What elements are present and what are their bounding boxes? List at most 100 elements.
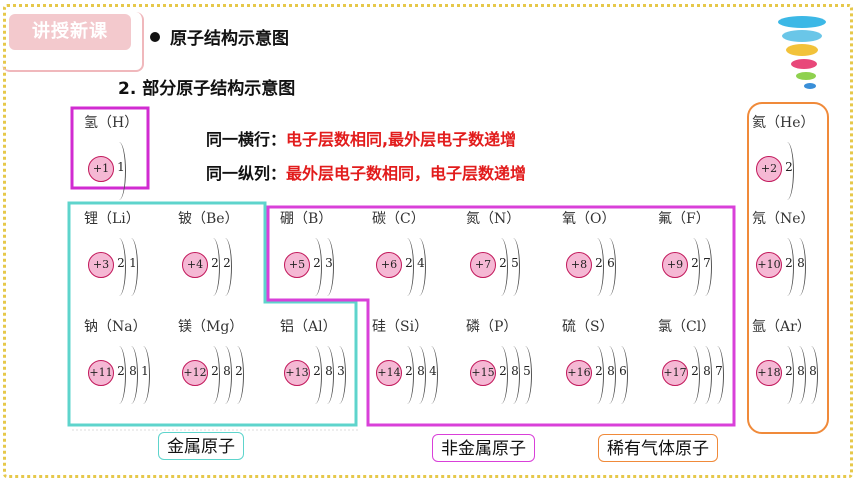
nucleus-charge: +12 bbox=[182, 360, 208, 386]
shell-electron-count: 2 bbox=[785, 364, 793, 378]
shell-electron-count: 5 bbox=[511, 256, 519, 270]
shell-electron-count: 2 bbox=[211, 256, 219, 270]
electron-shell-arc bbox=[424, 346, 438, 404]
shell-electron-count: 8 bbox=[417, 364, 425, 378]
shell-electron-count: 7 bbox=[703, 256, 711, 270]
nucleus-charge: +5 bbox=[284, 252, 310, 278]
shell-electron-count: 2 bbox=[691, 256, 699, 270]
shell-electron-count: 4 bbox=[417, 256, 425, 270]
nucleus-charge: +6 bbox=[376, 252, 402, 278]
row-note-label: 同一横行： bbox=[206, 130, 287, 149]
nucleus-charge: +18 bbox=[756, 360, 782, 386]
electron-shell-arc bbox=[804, 346, 818, 404]
hydrogen-box bbox=[70, 106, 150, 190]
atom-name: 氧（O） bbox=[562, 211, 616, 227]
shell-electron-count: 2 bbox=[223, 256, 231, 270]
shell-electron-count: 2 bbox=[691, 364, 699, 378]
nucleus-charge: +17 bbox=[662, 360, 688, 386]
electron-shell-arc bbox=[710, 346, 724, 404]
nucleus-charge: +7 bbox=[470, 252, 496, 278]
electron-shell-arc bbox=[792, 238, 806, 296]
subheading: 2. 部分原子结构示意图 bbox=[118, 79, 296, 99]
shell-electron-count: 8 bbox=[703, 364, 711, 378]
shell-electron-count: 2 bbox=[313, 364, 321, 378]
column-note: 同一纵列：最外层电子数相同，电子层数递增 bbox=[206, 160, 526, 184]
nonmetal-box bbox=[266, 205, 736, 427]
shell-electron-count: 2 bbox=[405, 256, 413, 270]
shell-electron-count: 2 bbox=[405, 364, 413, 378]
electron-shell-arc bbox=[112, 142, 126, 200]
shell-electron-count: 8 bbox=[797, 256, 805, 270]
shell-electron-count: 3 bbox=[325, 256, 333, 270]
atom-name: 磷（P） bbox=[466, 319, 518, 335]
nucleus-charge: +1 bbox=[88, 156, 114, 182]
shell-electron-count: 2 bbox=[785, 160, 793, 174]
nonmetal-label: 非金属原子 bbox=[432, 434, 535, 462]
nucleus-charge: +16 bbox=[566, 360, 592, 386]
dotted-frame bbox=[3, 4, 853, 478]
nucleus-charge: +3 bbox=[88, 252, 114, 278]
electron-shell-arc bbox=[780, 142, 794, 200]
nucleus-charge: +14 bbox=[376, 360, 402, 386]
atom-name: 铍（Be） bbox=[178, 211, 239, 227]
atom-name: 硫（S） bbox=[562, 319, 614, 335]
electron-shell-arc bbox=[412, 238, 426, 296]
nucleus-charge: +2 bbox=[756, 156, 782, 182]
shell-electron-count: 8 bbox=[129, 364, 137, 378]
nucleus-charge: +4 bbox=[182, 252, 208, 278]
heading-text: 原子结构示意图 bbox=[170, 29, 289, 49]
atom-name: 硅（Si） bbox=[372, 319, 429, 335]
column-note-text: 最外层电子数相同，电子层数递增 bbox=[286, 164, 527, 183]
atom-name: 铝（Al） bbox=[280, 319, 337, 335]
nucleus-charge: +13 bbox=[284, 360, 310, 386]
shell-electron-count: 2 bbox=[235, 364, 243, 378]
atom-name: 氦（He） bbox=[752, 115, 815, 131]
shell-electron-count: 1 bbox=[129, 256, 137, 270]
atom-name: 氩（Ar） bbox=[752, 319, 811, 335]
spiral-logo-icon bbox=[778, 16, 826, 89]
shell-electron-count: 8 bbox=[797, 364, 805, 378]
shell-electron-count: 2 bbox=[117, 256, 125, 270]
section-tag: 讲授新课 bbox=[9, 14, 131, 50]
shell-electron-count: 2 bbox=[499, 256, 507, 270]
shell-electron-count: 8 bbox=[325, 364, 333, 378]
shell-electron-count: 7 bbox=[715, 364, 723, 378]
nucleus-charge: +11 bbox=[88, 360, 114, 386]
atom-name: 氢（H） bbox=[84, 115, 139, 131]
atom-name: 锂（Li） bbox=[84, 211, 140, 227]
nucleus-charge: +8 bbox=[566, 252, 592, 278]
shell-electron-count: 1 bbox=[141, 364, 149, 378]
nucleus-charge: +10 bbox=[756, 252, 782, 278]
column-note-label: 同一纵列： bbox=[206, 164, 287, 183]
row-note: 同一横行：电子层数相同,最外层电子数递增 bbox=[206, 126, 516, 150]
electron-shell-arc bbox=[124, 238, 138, 296]
shell-electron-count: 2 bbox=[595, 256, 603, 270]
noble-box bbox=[747, 102, 829, 434]
electron-shell-arc bbox=[320, 238, 334, 296]
shell-electron-count: 8 bbox=[223, 364, 231, 378]
shell-electron-count: 5 bbox=[523, 364, 531, 378]
atom-name: 氮（N） bbox=[466, 211, 521, 227]
atom-name: 碳（C） bbox=[372, 211, 425, 227]
shell-electron-count: 6 bbox=[607, 256, 615, 270]
shell-electron-count: 3 bbox=[337, 364, 345, 378]
electron-shell-arc bbox=[614, 346, 628, 404]
shell-electron-count: 1 bbox=[117, 160, 125, 174]
atom-name: 钠（Na） bbox=[84, 319, 147, 335]
metal-box bbox=[67, 201, 358, 427]
